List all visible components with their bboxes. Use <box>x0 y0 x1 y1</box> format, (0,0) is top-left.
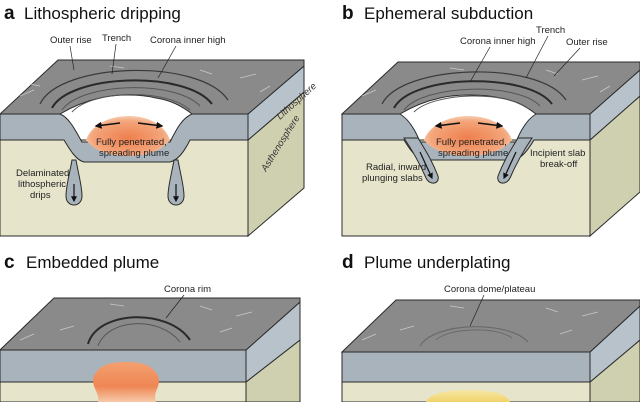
panel-a-label-drips-1: Delaminated <box>16 168 69 179</box>
panel-c-streaks <box>19 303 253 341</box>
panel-a-arrow-right <box>137 121 164 129</box>
panel-b-slab-right-arrow <box>503 151 517 180</box>
panel-d-label-corona-dome: Corona dome/plateau <box>444 284 535 295</box>
panel-b-label-plume-1: Fully penetrated, <box>436 137 507 148</box>
panel-b-title: Ephemeral subduction <box>364 4 533 23</box>
panel-a: a Lithospheric dripping Outer rise Trenc… <box>0 3 319 238</box>
panel-b-ring-inner2 <box>413 95 531 113</box>
panel-b-arrow-right <box>477 121 504 129</box>
panel-c-title: Embedded plume <box>26 253 159 272</box>
panel-a-trench-ring <box>51 79 213 109</box>
panel-c-label-corona-rim: Corona rim <box>164 284 211 295</box>
panel-d-dome-ring-inner <box>435 329 513 341</box>
panel-a-label-drips-2: lithospheric <box>18 179 66 190</box>
panel-b-arrow-left <box>434 121 461 129</box>
panel-d-dome-ring <box>419 326 529 347</box>
panel-c-plume <box>93 362 159 402</box>
panel-b-label-plume-2: spreading plume <box>438 148 508 159</box>
panel-a-letter: a <box>4 3 15 24</box>
panel-b-letter: b <box>342 3 354 24</box>
panel-b-label-breakoff-2: break-off <box>540 159 578 170</box>
panel-a-label-plume-2: spreading plume <box>99 148 169 159</box>
panel-a-drip-right <box>167 159 185 206</box>
panel-a-title: Lithospheric dripping <box>24 4 181 23</box>
panel-b-ring-inner <box>403 88 541 111</box>
panel-b-slab-left-arrow <box>419 151 433 180</box>
panel-c-letter: c <box>4 252 15 273</box>
panel-b-label-corona-inner-high: Corona inner high <box>460 36 536 47</box>
panel-b-label-slabs-2: plunging slabs <box>362 173 423 184</box>
panel-d-underplate-glow <box>426 390 510 402</box>
panel-a-label-drips-3: drips <box>30 190 51 201</box>
panel-a-label-plume-1: Fully penetrated, <box>96 137 167 148</box>
panel-b-label-breakoff-1: Incipient slab <box>530 148 585 159</box>
panel-a-label-corona-inner-high: Corona inner high <box>150 35 226 46</box>
panel-b-label-slabs-1: Radial, inward <box>366 162 426 173</box>
panel-d-lithosphere-front <box>341 351 591 383</box>
panel-b-label-outer-rise: Outer rise <box>566 37 608 48</box>
panel-c: c Embedded plume Corona rim <box>0 252 301 402</box>
panel-d-surface <box>340 299 640 353</box>
panel-a-surface <box>0 59 305 115</box>
panel-b-label-trench: Trench <box>536 25 565 36</box>
panel-b: b Ephemeral subduction Trench Corona inn… <box>340 3 640 238</box>
panel-a-ring-inner <box>61 87 201 111</box>
panel-c-rim-ring <box>87 316 191 345</box>
panel-d-letter: d <box>342 252 354 273</box>
panel-c-surface <box>0 297 301 351</box>
panel-a-plume <box>86 116 170 156</box>
panel-b-streaks <box>361 67 611 97</box>
panel-b-surface <box>340 61 640 115</box>
panel-d-streaks <box>361 305 599 341</box>
panel-a-ring-inner2 <box>71 94 191 113</box>
panel-a-drip-left <box>65 159 83 206</box>
panel-d: d Plume underplating Corona dome/plateau <box>340 252 640 402</box>
panel-c-ring-inner <box>97 323 181 347</box>
panel-a-streaks <box>19 65 271 97</box>
panel-a-outer-rise-ring <box>39 69 229 105</box>
panel-a-arrow-left <box>94 121 121 129</box>
panel-b-plume <box>424 116 512 156</box>
panel-a-label-outer-rise: Outer rise <box>50 35 92 46</box>
panel-b-outer-rise-ring <box>381 71 567 105</box>
panel-d-title: Plume underplating <box>364 253 510 272</box>
panel-a-label-trench: Trench <box>102 33 131 44</box>
